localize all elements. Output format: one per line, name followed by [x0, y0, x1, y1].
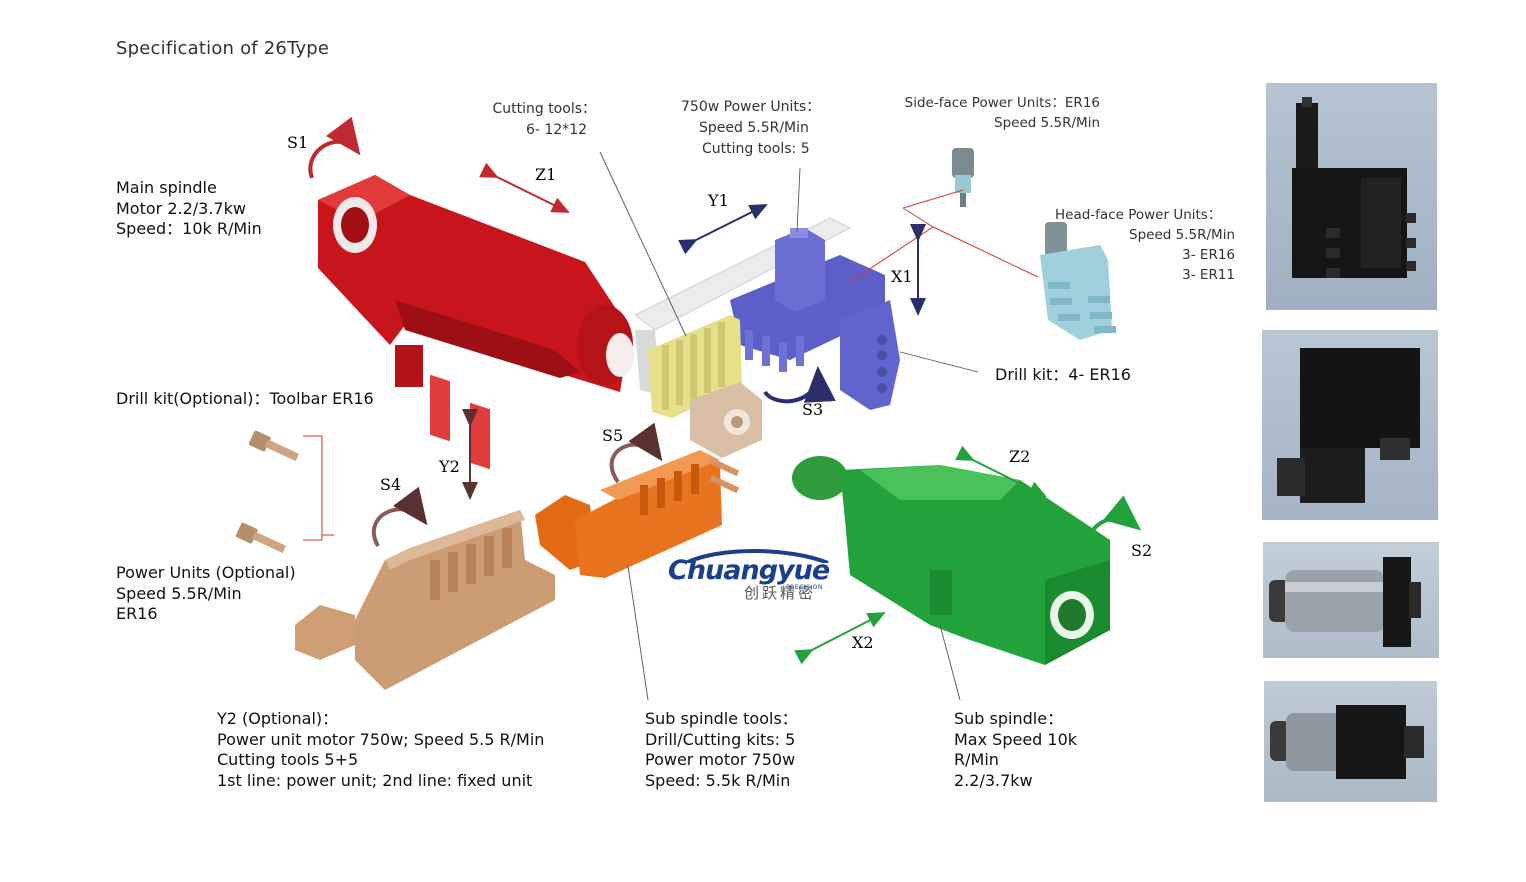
y2-line: Cutting tools 5+5: [217, 750, 359, 769]
side-face-power-unit: [952, 148, 974, 207]
power-units-750-spec: 750w Power Units： Speed 5.5R/Min Cutting…: [681, 97, 820, 160]
cutting-tools-spec: Cutting tools： 6- 12*12: [474, 99, 596, 141]
axis-label-s1: S1: [287, 133, 308, 152]
power-unit-leader: [849, 189, 1039, 283]
y2-tool-block: [295, 510, 555, 690]
photo-power-unit-1: [1266, 83, 1437, 310]
page-title: Specification of 26Type: [116, 38, 330, 59]
head-face-line: Speed 5.5R/Min: [1129, 227, 1235, 243]
sub-spindle-line: Max Speed 10k: [954, 729, 1078, 749]
axis-label-y2: Y2: [438, 457, 460, 476]
sub-tools-line: Sub spindle tools：: [645, 709, 798, 728]
y2-optional-spec: Y2 (Optional)： Power unit motor 750w; Sp…: [217, 709, 544, 791]
head-face-spec: Head-face Power Units： Speed 5.5R/Min 3-…: [1055, 205, 1235, 285]
sub-spindle-tools-block: [535, 450, 740, 578]
brand-logo: Chuangyue PRECISION 创跃精密: [668, 549, 830, 615]
cutting-tools-line: 6- 12*12: [526, 122, 588, 138]
axis-arrows: [308, 116, 1142, 665]
main-spindle-spec: Main spindle Motor 2.2/3.7kw Speed：10k R…: [116, 178, 262, 240]
axis-label-s3: S3: [802, 400, 823, 419]
power-unit-photo-icon: [1292, 97, 1416, 278]
logo-precision: PRECISION: [786, 584, 823, 591]
side-face-line: Speed 5.5R/Min: [994, 115, 1100, 131]
turret-unit: [634, 217, 900, 410]
power-units-line: 750w Power Units：: [681, 99, 821, 115]
y2-line: Y2 (Optional)：: [217, 709, 339, 728]
axis-label-s5: S5: [602, 426, 623, 445]
y2-line: 1st line: power unit; 2nd line: fixed un…: [217, 770, 533, 790]
sub-spindle-spec: Sub spindle： Max Speed 10k R/Min 2.2/3.7…: [954, 709, 1077, 791]
axis-label-z1: Z1: [535, 165, 556, 184]
head-face-line: 3- ER11: [1182, 267, 1235, 283]
logo-swoosh-icon: [685, 549, 829, 563]
power-units-optional-line: Power Units (Optional): [116, 563, 296, 582]
sub-spindle-line: 2.2/3.7kw: [954, 770, 1033, 790]
sub-spindle-tools-spec: Sub spindle tools： Drill/Cutting kits: 5…: [645, 709, 798, 791]
power-units-optional-spec: Power Units (Optional) Speed 5.5R/Min ER…: [116, 563, 296, 625]
head-face-line: 3- ER16: [1182, 247, 1235, 263]
leader-lines: [599, 151, 979, 701]
main-spindle-line: Main spindle: [116, 178, 217, 197]
drill-kit-optional-units: [235, 430, 334, 554]
main-spindle-line: Speed：10k R/Min: [116, 219, 262, 238]
cutting-tools-line: Cutting tools：: [492, 101, 596, 117]
sub-spindle-unit: [792, 456, 1110, 665]
axis-label-x2: X2: [852, 633, 874, 652]
center-flange: [690, 382, 762, 458]
axis-label-s2: S2: [1131, 541, 1152, 560]
main-spindle-unit: [318, 175, 634, 470]
head-face-line: Head-face Power Units：: [1055, 207, 1222, 223]
angle-head-photo-icon: [1277, 348, 1420, 503]
head-face-power-unit: [1040, 222, 1116, 340]
axis-label-s4: S4: [380, 475, 401, 494]
drill-kit-optional-spec: Drill kit(Optional)：Toolbar ER16: [116, 389, 374, 408]
y2-line: Power unit motor 750w; Speed 5.5 R/Min: [217, 729, 545, 749]
side-face-line: Side-face Power Units：ER16: [904, 95, 1100, 111]
logo-chinese: 创跃精密: [744, 584, 817, 602]
photo-power-unit-2: [1262, 330, 1438, 520]
sub-spindle-line: R/Min: [954, 750, 999, 769]
side-face-spec: Side-face Power Units：ER16 Speed 5.5R/Mi…: [890, 93, 1100, 133]
axis-label-x1: X1: [891, 267, 913, 286]
power-units-line: Cutting tools: 5: [702, 141, 810, 157]
axis-label-z2: Z2: [1009, 447, 1030, 466]
main-spindle-line: Motor 2.2/3.7kw: [116, 198, 246, 218]
power-units-optional-line: Speed 5.5R/Min: [116, 583, 242, 603]
spindle-photo-icon: [1269, 557, 1421, 647]
sub-tools-line: Drill/Cutting kits: 5: [645, 729, 796, 749]
sub-tools-line: Speed: 5.5k R/Min: [645, 770, 791, 790]
photo-spindle-1: [1263, 542, 1439, 658]
spindle-photo-icon: [1270, 705, 1424, 779]
sub-tools-line: Power motor 750w: [645, 750, 796, 769]
power-units-line: Speed 5.5R/Min: [699, 120, 809, 136]
drill-kit-spec: Drill kit：4- ER16: [995, 365, 1131, 384]
axis-label-y1: Y1: [707, 191, 729, 210]
sub-spindle-line: Sub spindle：: [954, 709, 1064, 728]
power-units-optional-line: ER16: [116, 604, 158, 623]
photo-spindle-2: [1264, 681, 1437, 802]
